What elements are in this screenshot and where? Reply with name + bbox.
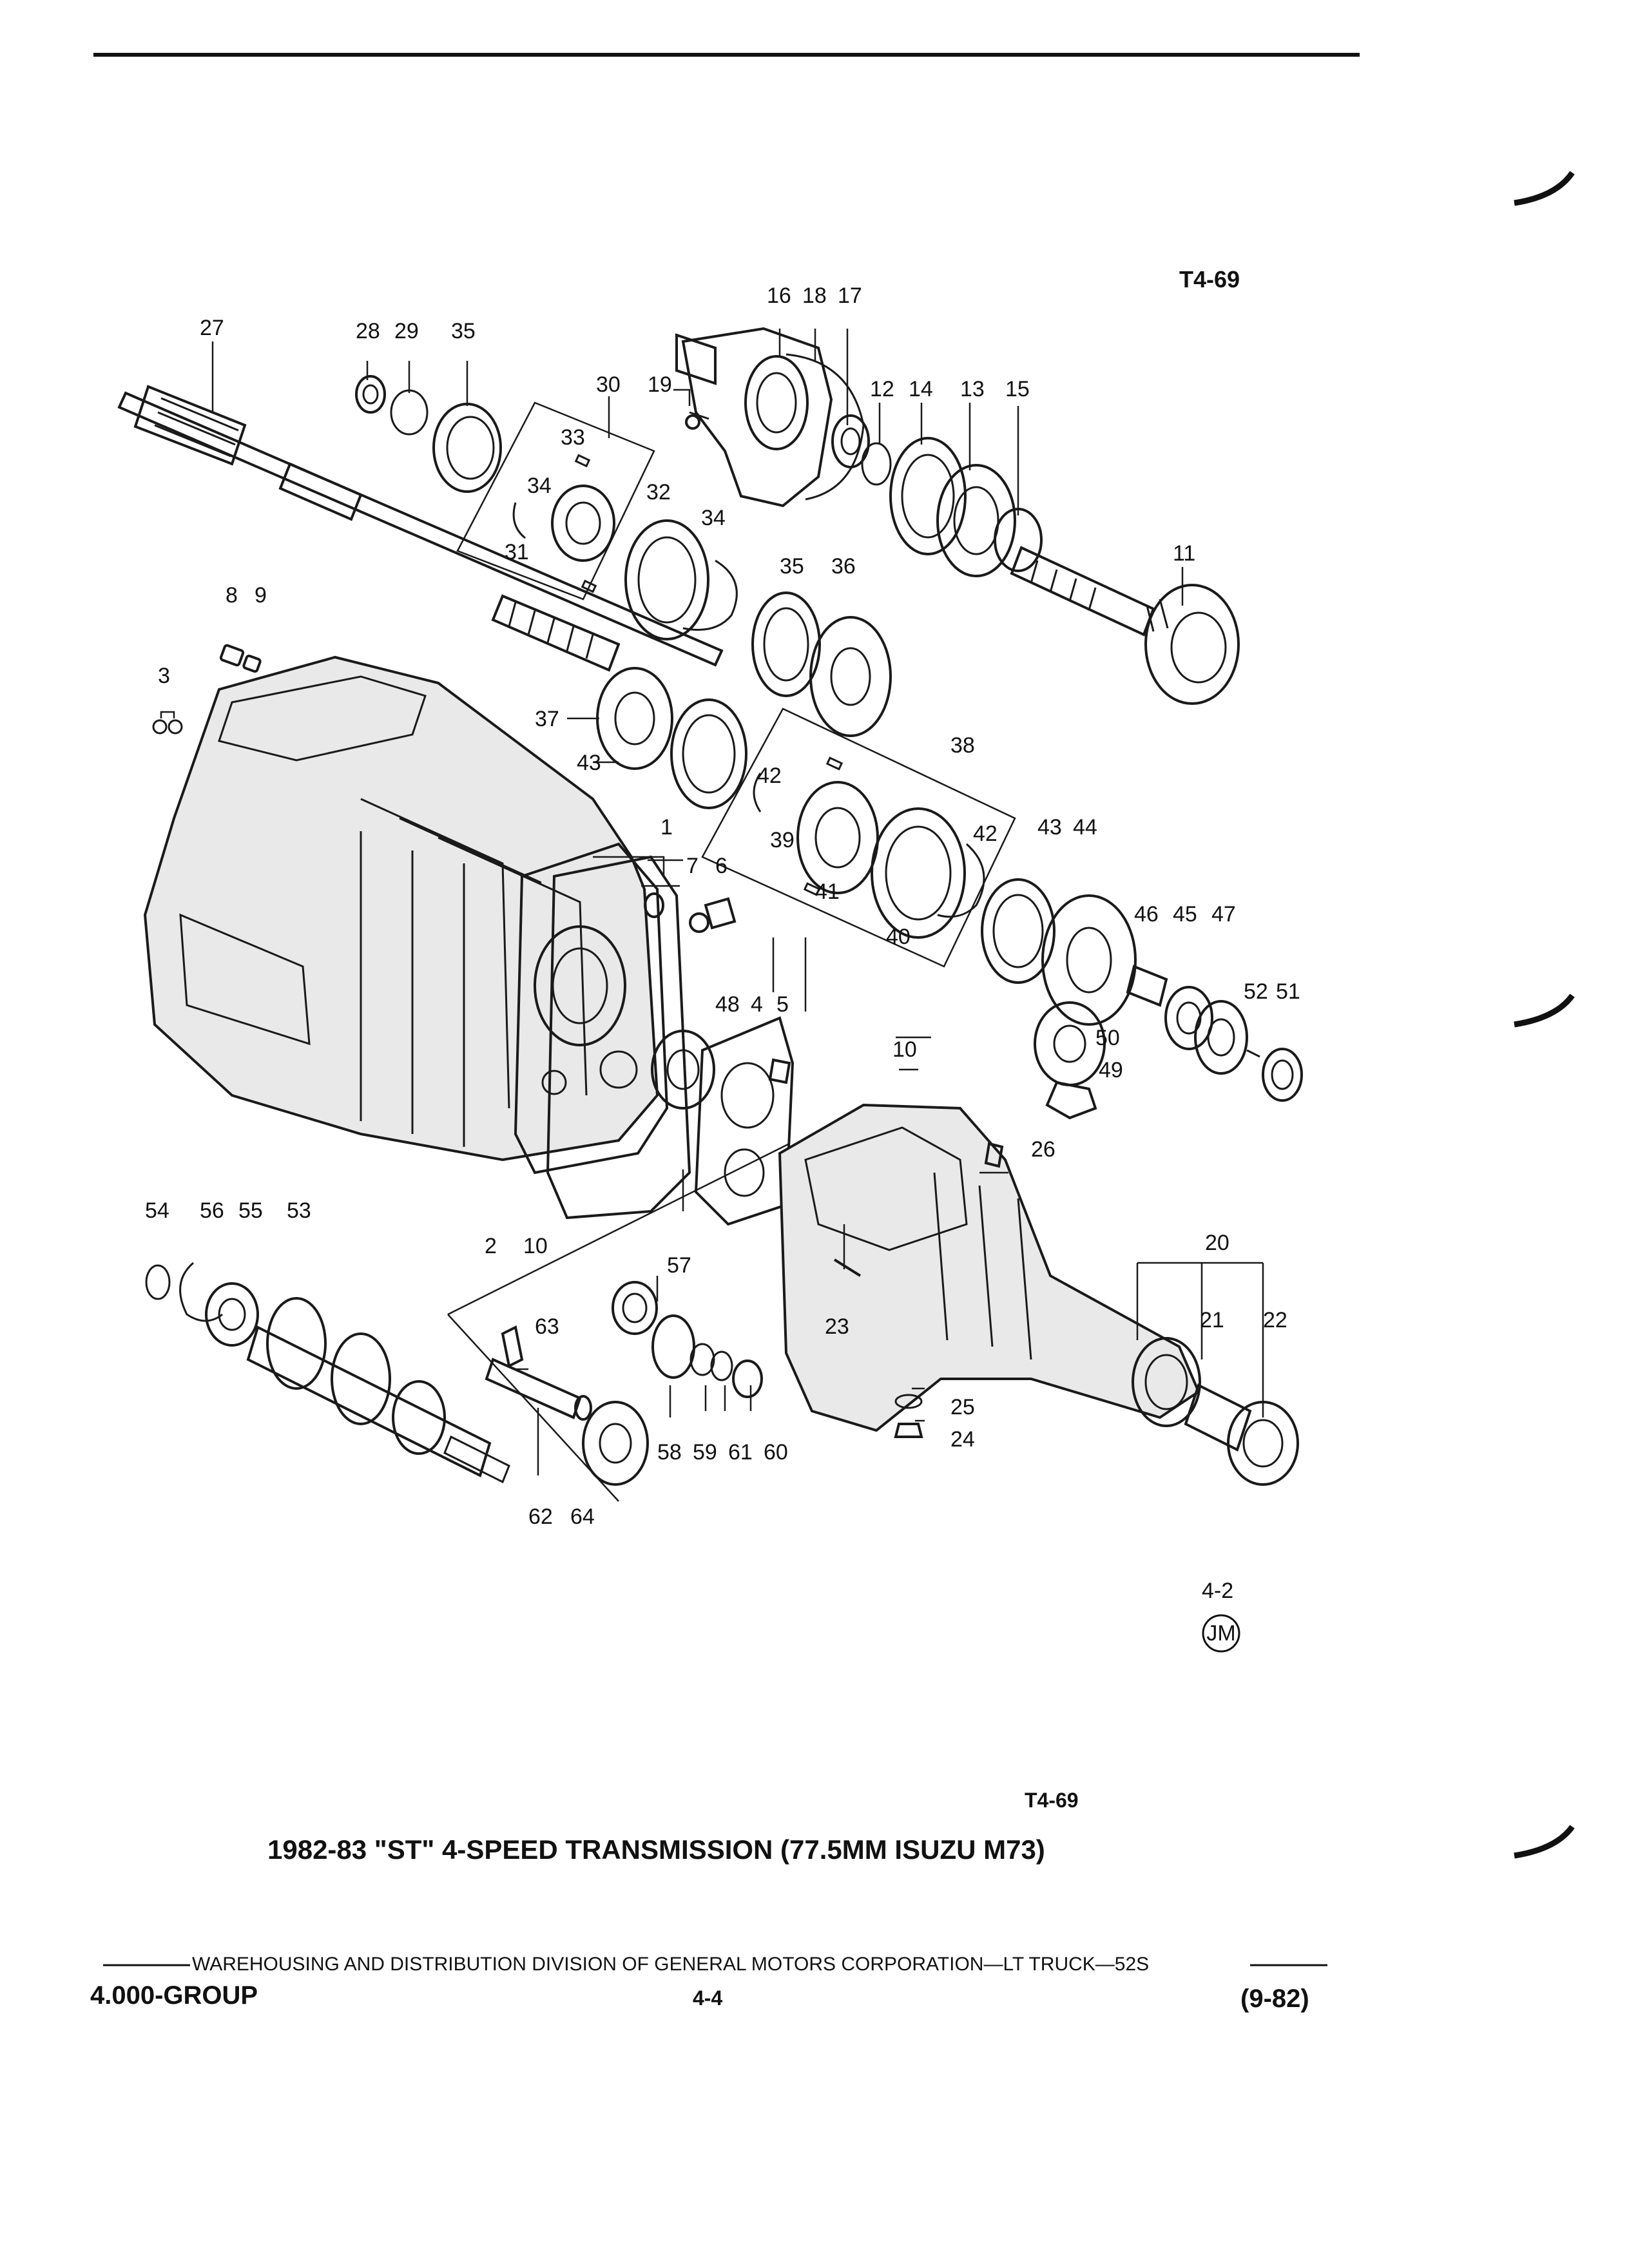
callout-12: 12 xyxy=(870,377,894,401)
callout-35a: 35 xyxy=(451,319,476,343)
callout-19: 19 xyxy=(648,372,672,397)
callout-47: 47 xyxy=(1211,902,1236,927)
bearing-retainer-16 xyxy=(675,327,870,508)
callout-50: 50 xyxy=(1095,1026,1120,1050)
extension-housing xyxy=(778,1103,1299,1486)
callout-3: 3 xyxy=(158,664,170,688)
callout-10a: 10 xyxy=(892,1037,917,1062)
reverse-idler-assembly xyxy=(447,1142,790,1502)
callout-43b: 43 xyxy=(1037,815,1062,840)
callout-44: 44 xyxy=(1073,815,1097,840)
callout-53: 53 xyxy=(287,1198,311,1223)
rear-bearing-parts xyxy=(1034,965,1303,1120)
leader-lines xyxy=(160,329,1264,1475)
callout-4: 4 xyxy=(751,992,763,1017)
second-gear-set xyxy=(596,591,892,809)
callout-63: 63 xyxy=(535,1314,559,1339)
callout-34a: 34 xyxy=(527,474,552,498)
footer-line: WAREHOUSING AND DISTRIBUTION DIVISION OF… xyxy=(192,1954,1149,1975)
synchronizer-group-30 xyxy=(355,375,738,640)
callout-52: 52 xyxy=(1244,979,1268,1004)
figure-code-bottom: T4-69 xyxy=(1025,1789,1079,1812)
callout-7: 7 xyxy=(686,854,699,878)
page-ref-badge-circle xyxy=(1202,1614,1240,1653)
callout-55: 55 xyxy=(238,1198,263,1223)
callout-62: 62 xyxy=(528,1504,553,1529)
callout-61: 61 xyxy=(728,1440,753,1465)
callout-30: 30 xyxy=(596,372,621,397)
callout-43a: 43 xyxy=(577,751,601,775)
callout-14: 14 xyxy=(909,377,933,401)
callout-5: 5 xyxy=(776,992,789,1017)
callout-28: 28 xyxy=(356,319,380,343)
callout-37: 37 xyxy=(535,707,559,731)
callout-40: 40 xyxy=(886,925,911,949)
callout-21: 21 xyxy=(1200,1308,1224,1332)
binder-mark-middle xyxy=(1514,994,1575,1028)
callout-38: 38 xyxy=(950,733,975,758)
callout-25: 25 xyxy=(950,1395,975,1419)
callout-29: 29 xyxy=(394,319,419,343)
callout-57: 57 xyxy=(667,1253,691,1278)
callout-32: 32 xyxy=(646,480,671,505)
footer-group: 4.000-GROUP xyxy=(90,1981,258,2010)
callout-17: 17 xyxy=(838,284,862,308)
callout-27: 27 xyxy=(200,316,224,340)
callout-58: 58 xyxy=(657,1440,682,1465)
callout-45: 45 xyxy=(1173,902,1197,927)
callout-20: 20 xyxy=(1205,1231,1229,1255)
callout-36: 36 xyxy=(831,554,856,579)
callout-39: 39 xyxy=(770,828,795,852)
callout-15: 15 xyxy=(1005,377,1030,401)
callout-46: 46 xyxy=(1134,902,1159,927)
callout-31: 31 xyxy=(505,540,529,564)
callout-10b: 10 xyxy=(523,1234,548,1258)
callout-56: 56 xyxy=(200,1198,224,1223)
callout-24: 24 xyxy=(950,1427,975,1452)
binder-mark-top xyxy=(1514,171,1575,206)
callout-59: 59 xyxy=(693,1440,717,1465)
callout-22: 22 xyxy=(1263,1308,1287,1332)
callout-labels: 27 28 29 35 30 19 16 18 17 12 14 13 15 3… xyxy=(145,284,1300,1529)
input-shaft-assembly xyxy=(861,437,1240,705)
footer-page: 4-4 xyxy=(693,1986,722,2010)
callout-41: 41 xyxy=(815,879,840,904)
callout-18: 18 xyxy=(802,284,827,308)
synchronizer-group-38 xyxy=(701,707,1137,1026)
footer-date: (9-82) xyxy=(1240,1984,1309,2013)
page-ref-number: 4-2 xyxy=(1202,1579,1233,1603)
figure-title: 1982-83 "ST" 4-SPEED TRANSMISSION (77.5M… xyxy=(267,1834,1045,1865)
callout-26: 26 xyxy=(1031,1137,1055,1162)
callout-13: 13 xyxy=(960,377,985,401)
callout-49: 49 xyxy=(1099,1058,1123,1082)
callout-35b: 35 xyxy=(780,554,804,579)
callout-1: 1 xyxy=(660,815,673,840)
callout-60: 60 xyxy=(764,1440,788,1465)
callout-11: 11 xyxy=(1173,541,1195,566)
transmission-case xyxy=(143,644,795,1226)
callout-42a: 42 xyxy=(757,764,782,788)
page-ref-badge: JM xyxy=(1206,1621,1235,1646)
callout-48: 48 xyxy=(715,992,740,1017)
binder-mark-bottom xyxy=(1514,1825,1575,1859)
callout-23: 23 xyxy=(825,1314,849,1339)
callout-6: 6 xyxy=(715,854,728,878)
callout-51: 51 xyxy=(1276,979,1300,1004)
callout-34b: 34 xyxy=(701,506,726,530)
callout-2: 2 xyxy=(485,1234,497,1258)
callout-16: 16 xyxy=(767,284,791,308)
callout-64: 64 xyxy=(570,1504,595,1529)
figure-code-top: T4-69 xyxy=(1179,266,1240,293)
callout-42b: 42 xyxy=(973,822,998,846)
callout-33: 33 xyxy=(561,425,585,450)
callout-8: 8 xyxy=(226,583,238,608)
callout-9: 9 xyxy=(255,583,267,608)
countershaft-assembly xyxy=(145,1262,510,1484)
callout-54: 54 xyxy=(145,1198,169,1223)
